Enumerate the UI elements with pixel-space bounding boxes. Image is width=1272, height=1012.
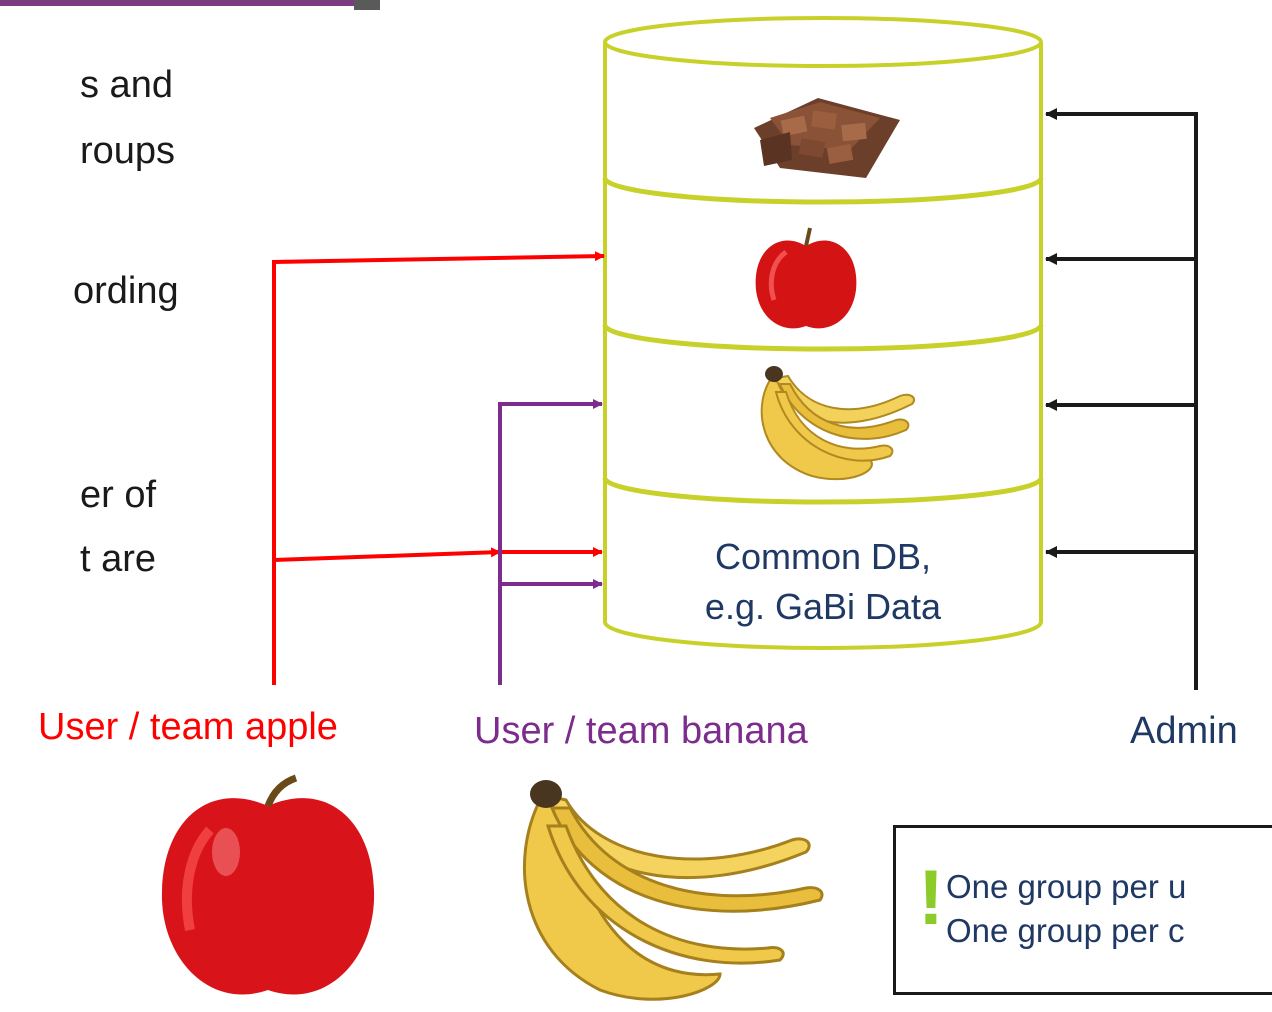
admin-to-chocolate-layer-arrow [1045,108,1198,690]
team-apple-image [161,774,375,995]
apple-layer-image [755,227,857,329]
banana-to-banana-layer-arrow [498,399,603,685]
admin-label: Admin [1130,710,1238,752]
chocolate-image [754,98,900,178]
banana-team-connector [498,399,603,685]
exclamation-icon: ! [918,853,944,941]
body-text-line-4: er of [80,474,157,516]
user-team-banana-label: User / team banana [474,710,808,752]
apple-to-junction-arrow [273,547,501,562]
common-db-label-line-2: e.g. GaBi Data [704,586,942,627]
layer-divider-3 [602,477,1044,505]
database-cylinder [602,16,1044,650]
note-box [893,825,1272,995]
body-text-line-1: s and [80,64,173,106]
body-text-line-2: roups [80,130,176,172]
apple-to-apple-layer-arrow [272,251,605,685]
banana-layer-image [760,366,916,481]
note-line-2: One group per c [946,912,1185,949]
header-accent-bar [0,0,354,6]
cylinder-top [603,16,1043,68]
user-team-apple-label: User / team apple [38,706,338,748]
common-db-label-line-1: Common DB, [714,536,932,577]
layer-divider-1 [602,177,1044,205]
body-text-line-3: ording [73,270,179,312]
admin-connector [1045,108,1198,690]
note-line-1: One group per u [946,868,1187,905]
layer-divider-2 [602,324,1044,352]
team-banana-image [523,780,824,1001]
apple-team-connector [272,251,605,685]
header-accent-cap [354,0,380,10]
body-text-line-5: t are [80,538,157,580]
